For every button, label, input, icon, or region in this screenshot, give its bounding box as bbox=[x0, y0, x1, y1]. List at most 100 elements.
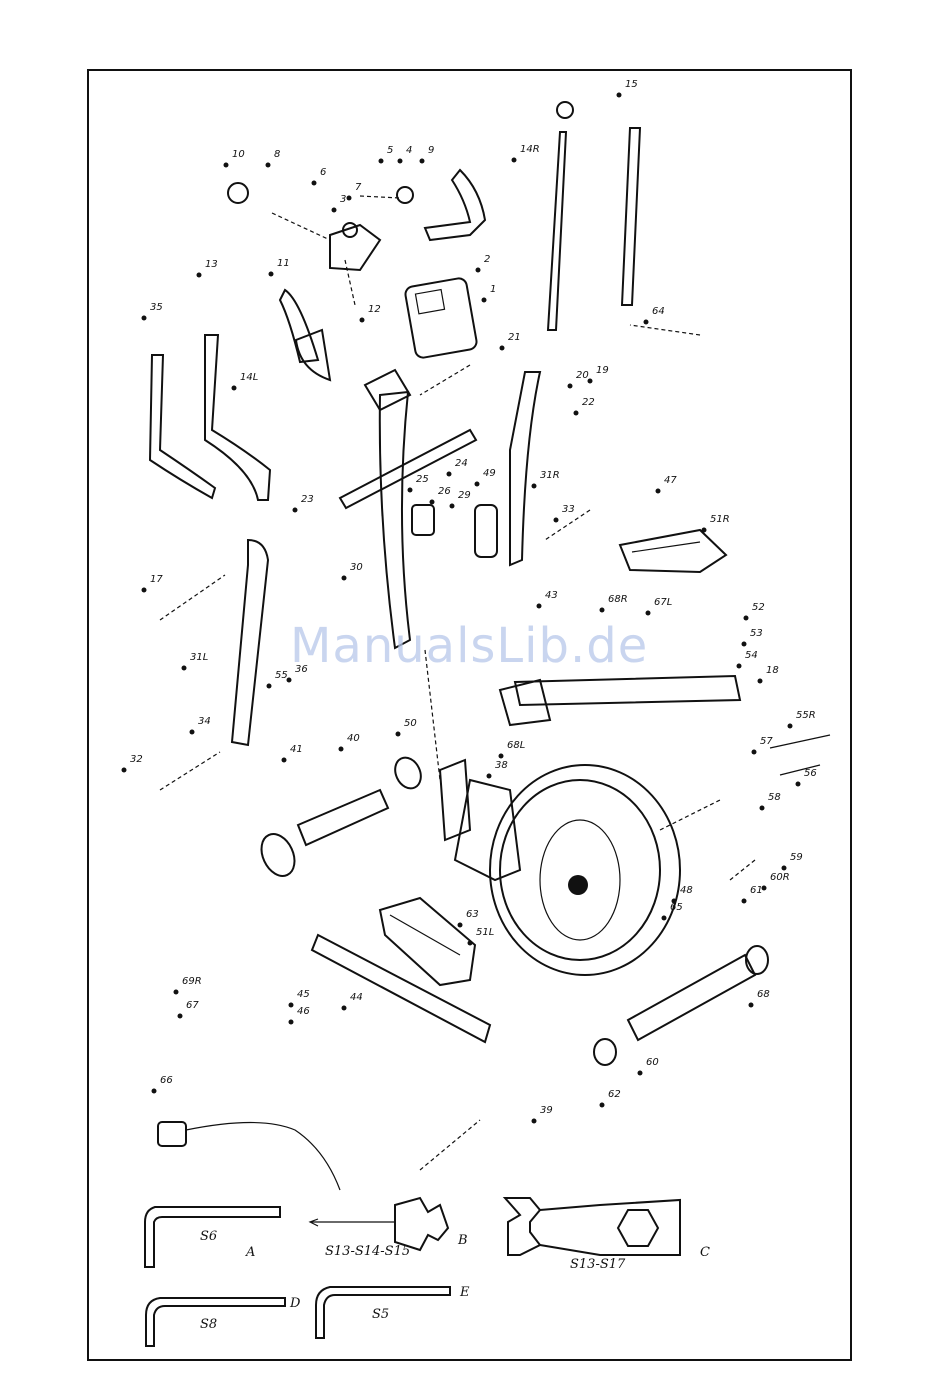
part-label-55: 55 bbox=[275, 670, 288, 681]
part-label-55r: 55R bbox=[796, 710, 816, 721]
part-dot-43 bbox=[537, 604, 542, 609]
part-dot-49 bbox=[475, 482, 480, 487]
part-dot-9 bbox=[420, 159, 425, 164]
part-dot-51r bbox=[702, 528, 707, 533]
tool-a-letter: A bbox=[245, 1245, 255, 1260]
part-label-21: 21 bbox=[508, 332, 521, 343]
part-label-50: 50 bbox=[404, 718, 417, 729]
part-label-2: 2 bbox=[484, 254, 490, 265]
part-dot-67l bbox=[646, 611, 651, 616]
part-dot-57 bbox=[752, 750, 757, 755]
part-dot-56 bbox=[796, 782, 801, 787]
part-label-30: 30 bbox=[350, 562, 363, 573]
part-label-53: 53 bbox=[750, 628, 763, 639]
part-label-43: 43 bbox=[545, 590, 558, 601]
part-label-10: 10 bbox=[232, 149, 245, 160]
part-label-47: 47 bbox=[664, 475, 677, 486]
part-label-22: 22 bbox=[582, 397, 595, 408]
part-label-4: 4 bbox=[406, 145, 412, 156]
part-label-14r: 14R bbox=[520, 144, 540, 155]
part-label-31l: 31L bbox=[190, 652, 208, 663]
part-dot-20 bbox=[568, 384, 573, 389]
part-dot-32 bbox=[122, 768, 127, 773]
part-dot-68 bbox=[749, 1003, 754, 1008]
main-mast bbox=[340, 370, 476, 648]
tool-e-letter: E bbox=[459, 1285, 470, 1300]
part-dot-39 bbox=[532, 1119, 537, 1124]
part-label-48: 48 bbox=[680, 885, 693, 896]
part-dot-53 bbox=[742, 642, 747, 647]
part-dot-47 bbox=[656, 489, 661, 494]
part-label-1: 1 bbox=[490, 284, 496, 295]
part-label-41: 41 bbox=[290, 744, 303, 755]
part-dot-31r bbox=[532, 484, 537, 489]
part-dot-34 bbox=[190, 730, 195, 735]
part-dot-33 bbox=[554, 518, 559, 523]
part-dot-15 bbox=[617, 93, 622, 98]
part-dot-62 bbox=[600, 1103, 605, 1108]
part-label-29: 29 bbox=[458, 490, 471, 501]
part-label-34: 34 bbox=[198, 716, 211, 727]
part-dot-17 bbox=[142, 588, 147, 593]
part-label-44: 44 bbox=[350, 992, 363, 1003]
part-dot-58 bbox=[760, 806, 765, 811]
part-dot-14l bbox=[232, 386, 237, 391]
part-label-66: 66 bbox=[160, 1075, 173, 1086]
tool-a: S6 A bbox=[145, 1207, 280, 1267]
part-label-12: 12 bbox=[368, 304, 381, 315]
part-dot-66 bbox=[152, 1089, 157, 1094]
part-dot-8 bbox=[266, 163, 271, 168]
part-dot-26 bbox=[430, 500, 435, 505]
part-dot-41 bbox=[282, 758, 287, 763]
part-dot-55 bbox=[267, 684, 272, 689]
part-label-18: 18 bbox=[766, 665, 779, 676]
part-dot-3 bbox=[332, 208, 337, 213]
front-stabilizer bbox=[255, 753, 426, 881]
part-label-58: 58 bbox=[768, 792, 781, 803]
part-label-9: 9 bbox=[428, 145, 434, 156]
part-label-60r: 60R bbox=[770, 872, 790, 883]
part-dot-69r bbox=[174, 990, 179, 995]
part-dot-14r bbox=[512, 158, 517, 163]
part-label-14l: 14L bbox=[240, 372, 258, 383]
part-label-7: 7 bbox=[355, 182, 362, 193]
part-dot-1 bbox=[482, 298, 487, 303]
part-label-13: 13 bbox=[205, 259, 218, 270]
tool-a-size: S6 bbox=[200, 1229, 217, 1244]
tool-e-size: S5 bbox=[372, 1307, 389, 1322]
part-dot-25 bbox=[408, 488, 413, 493]
part-label-52: 52 bbox=[752, 602, 765, 613]
part-dot-12 bbox=[360, 318, 365, 323]
part-label-46: 46 bbox=[297, 1006, 310, 1017]
tool-c-letter: C bbox=[700, 1245, 710, 1260]
part-label-51l: 51L bbox=[476, 927, 494, 938]
rear-stabilizer bbox=[594, 946, 768, 1065]
console-assembly bbox=[228, 170, 485, 380]
tool-e: S5 E bbox=[316, 1285, 470, 1338]
part-dot-2 bbox=[476, 268, 481, 273]
part-dot-63 bbox=[458, 923, 463, 928]
pedal-rails bbox=[312, 676, 740, 1042]
part-label-57: 57 bbox=[760, 736, 773, 747]
part-dot-50 bbox=[396, 732, 401, 737]
part-label-32: 32 bbox=[130, 754, 143, 765]
part-label-67l: 67L bbox=[654, 597, 672, 608]
part-label-24: 24 bbox=[455, 458, 468, 469]
tool-b-letter: B bbox=[457, 1233, 468, 1248]
part-dot-30 bbox=[342, 576, 347, 581]
part-label-39: 39 bbox=[540, 1105, 553, 1116]
part-label-67: 67 bbox=[186, 1000, 199, 1011]
part-dot-68r bbox=[600, 608, 605, 613]
part-label-19: 19 bbox=[596, 365, 609, 376]
part-label-25: 25 bbox=[416, 474, 429, 485]
part-dot-18 bbox=[758, 679, 763, 684]
part-label-61: 61 bbox=[750, 885, 763, 896]
part-label-64: 64 bbox=[652, 306, 665, 317]
tool-d-letter: D bbox=[289, 1296, 301, 1311]
part-dot-13 bbox=[197, 273, 202, 278]
part-dot-23 bbox=[293, 508, 298, 513]
part-dot-65 bbox=[662, 916, 667, 921]
part-dot-61 bbox=[742, 899, 747, 904]
part-label-26: 26 bbox=[438, 486, 451, 497]
